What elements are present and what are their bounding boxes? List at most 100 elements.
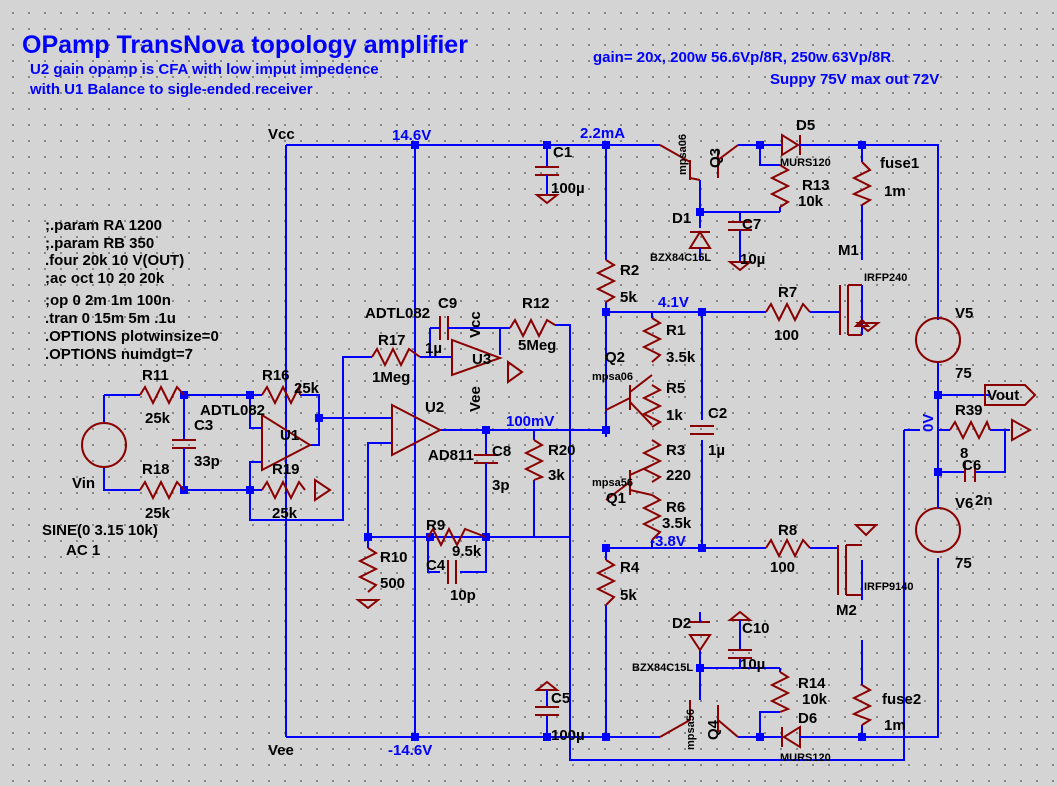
resistor-r12 bbox=[509, 317, 556, 339]
resistors-r1-val-label: 3.5k bbox=[666, 349, 696, 366]
diode-d5 bbox=[781, 133, 818, 157]
diodes-d6-model-label: MURS120 bbox=[780, 752, 831, 764]
resistors-r7-ref-label: R7 bbox=[778, 284, 797, 301]
diodes-d5-ref-label: D5 bbox=[796, 117, 815, 134]
zener-d2 bbox=[688, 612, 712, 652]
diodes-d1-ref-label: D1 bbox=[672, 210, 691, 227]
opamps-u3-model-label: ADTL082 bbox=[365, 305, 430, 322]
capacitors-c2-ref-label: C2 bbox=[708, 405, 727, 422]
resistors-r10-val-label: 500 bbox=[380, 575, 405, 592]
transistor-q3 bbox=[659, 144, 739, 181]
node-bias-current: 2.2mA bbox=[580, 125, 625, 142]
resistors-r8-val-label: 100 bbox=[770, 559, 795, 576]
resistors-r12-val-label: 5Meg bbox=[518, 337, 556, 354]
vin-func: SINE(0 3.15 10k) bbox=[42, 522, 158, 539]
resistors-r3-ref-label: R3 bbox=[666, 442, 685, 459]
resistors-r19-ref-label: R19 bbox=[272, 461, 300, 478]
opamps-u3-vee-label: Vee bbox=[467, 386, 484, 412]
resistors-r6-val-label: 3.5k bbox=[662, 515, 692, 532]
opamps-u2-model-label: AD811 bbox=[428, 447, 474, 464]
supply-v6 bbox=[915, 507, 961, 553]
capacitors-c10-val-label: 10µ bbox=[740, 656, 765, 673]
directive-4: ;op 0 2m 1m 100n bbox=[45, 292, 171, 309]
resistors-r5-ref-label: R5 bbox=[666, 380, 685, 397]
vout-label: Vout bbox=[987, 387, 1019, 404]
resistor-r1 bbox=[641, 317, 663, 363]
capacitors-c3-ref-label: C3 bbox=[194, 417, 213, 434]
diode-d6 bbox=[781, 725, 818, 749]
opamp-u2 bbox=[391, 403, 443, 457]
capacitor-c4 bbox=[447, 560, 457, 584]
rail-vee: Vee bbox=[268, 742, 294, 759]
capacitors-c2-val-label: 1µ bbox=[708, 442, 725, 459]
transistors-q3-ref-label: Q3 bbox=[707, 148, 724, 168]
resistors-r7-val-label: 100 bbox=[774, 327, 799, 344]
resistors-r9-ref-label: R9 bbox=[426, 517, 445, 534]
capacitor-c9 bbox=[439, 316, 462, 340]
source-vin bbox=[81, 422, 127, 468]
transistors-q2-model-label: mpsa06 bbox=[592, 371, 633, 383]
capacitors-c6-val-label: 2n bbox=[975, 492, 993, 509]
transistors-m1-model-label: IRFP240 bbox=[864, 272, 907, 284]
capacitors-c7-val-label: 10µ bbox=[740, 251, 765, 268]
node-plus: 4.1V bbox=[658, 294, 689, 311]
capacitors-c8-ref-label: C8 bbox=[492, 443, 511, 460]
vin-name: Vin bbox=[72, 475, 95, 492]
supplies-v5-val-label: 75 bbox=[955, 365, 972, 382]
node-input: 100mV bbox=[506, 413, 554, 430]
resistors-r20-ref-label: R20 bbox=[548, 442, 576, 459]
resistors-r39-val-label: 8 bbox=[960, 445, 968, 462]
directive-1: ;.param RB 350 bbox=[45, 235, 154, 252]
resistors-r9-val-label: 9.5k bbox=[452, 543, 482, 560]
resistors-r11-val-label: 25k bbox=[145, 410, 171, 427]
transistors-m2-ref-label: M2 bbox=[836, 602, 857, 619]
transistors-q1-ref-label: Q1 bbox=[606, 490, 626, 507]
node-out: 0V bbox=[920, 414, 937, 432]
opamps-u3-ref-label: U3 bbox=[472, 351, 491, 368]
resistor-r9 bbox=[427, 526, 487, 548]
opamps-u1-model-label: ADTL082 bbox=[200, 402, 265, 419]
directive-7: .OPTIONS numdgt=7 bbox=[45, 346, 193, 363]
directive-5: .tran 0 15m 5m .1u bbox=[45, 310, 176, 327]
capacitors-c9-val-label: 1µ bbox=[425, 340, 442, 357]
resistors-r18-val-label: 25k bbox=[145, 505, 171, 522]
resistors-r14-ref-label: R14 bbox=[798, 675, 826, 692]
resistors-r39-ref-label: R39 bbox=[955, 402, 983, 419]
capacitors-c9-ref-label: C9 bbox=[438, 295, 457, 312]
resistors-r16-val-label: 25k bbox=[294, 380, 320, 397]
capacitor-c8 bbox=[474, 454, 498, 490]
subtitle-line-1: U2 gain opamp is CFA with low imput impe… bbox=[30, 61, 379, 78]
spec-line-1: gain= 20x, 200w 56.6Vp/8R, 250w 63Vp/8R bbox=[593, 49, 891, 66]
fuses-f2-val-label: 1m bbox=[884, 717, 906, 734]
title: OPamp TransNova topology amplifier bbox=[22, 31, 468, 59]
resistors-r4-val-label: 5k bbox=[620, 587, 637, 604]
text-labels: OPamp TransNova topology amplifier U2 ga… bbox=[22, 31, 1019, 764]
resistor-r18 bbox=[139, 479, 185, 501]
diodes-d6-ref-label: D6 bbox=[798, 710, 817, 727]
capacitors-c6-ref-label: C6 bbox=[962, 457, 981, 474]
resistors-r5-val-label: 1k bbox=[666, 407, 683, 424]
transistor-q1 bbox=[605, 464, 653, 501]
resistor-r39 bbox=[949, 419, 991, 441]
ground-u3 bbox=[507, 360, 524, 384]
resistors-r20-val-label: 3k bbox=[548, 467, 565, 484]
capacitors-c8-val-label: 3p bbox=[492, 477, 510, 494]
resistor-r19 bbox=[261, 479, 306, 501]
capacitors-c1-val-label: 100µ bbox=[551, 180, 585, 197]
transistor-q4 bbox=[659, 700, 739, 738]
transistors-q1-model-label: mpsa56 bbox=[592, 477, 633, 489]
capacitor-c1 bbox=[534, 166, 560, 205]
resistors-r17-ref-label: R17 bbox=[378, 332, 406, 349]
capacitor-c5 bbox=[534, 680, 560, 716]
resistor-r13 bbox=[769, 164, 791, 208]
node-vee-voltage: -14.6V bbox=[388, 742, 432, 759]
resistor-r3 bbox=[641, 439, 663, 483]
wires bbox=[103, 144, 1010, 761]
subtitle-line-2: with U1 Balance to sigle-ended receiver bbox=[29, 81, 313, 98]
capacitors-c4-ref-label: C4 bbox=[426, 557, 446, 574]
vin-ac: AC 1 bbox=[66, 542, 100, 559]
diodes-d1-model-label: BZX84C15L bbox=[650, 252, 711, 264]
node-vcc-voltage: 14.6V bbox=[392, 127, 431, 144]
resistors-r10-ref-label: R10 bbox=[380, 549, 408, 566]
zener-d1 bbox=[688, 230, 712, 260]
